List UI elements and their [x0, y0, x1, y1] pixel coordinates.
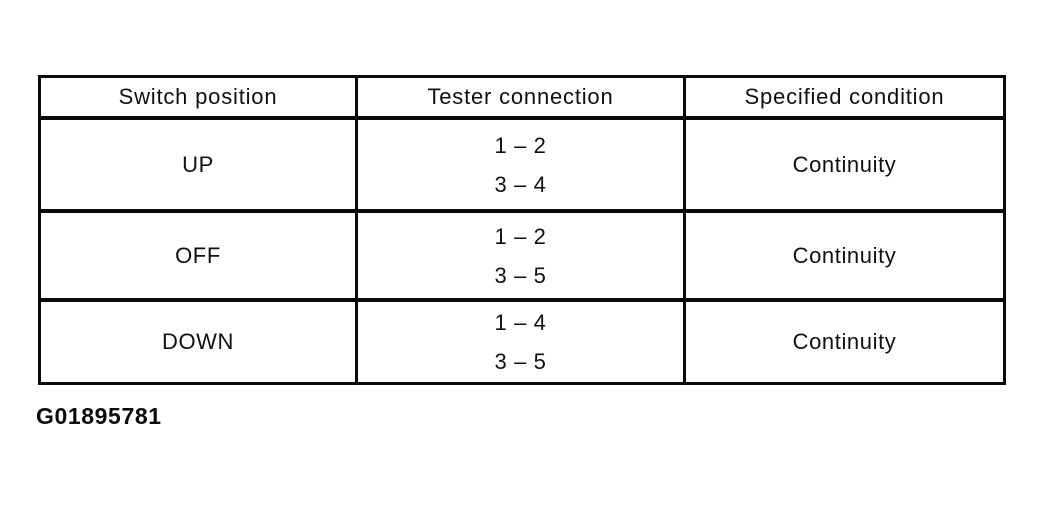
tester-connection-line: 3 – 5 — [494, 349, 547, 374]
tester-connection-line: 3 – 4 — [494, 171, 547, 197]
figure-code: G01895781 — [36, 403, 162, 429]
cell-tester-connection-off: 1 – 2 3 – 5 — [358, 213, 686, 302]
tester-connection-line: 1 – 2 — [494, 132, 547, 158]
cell-specified-condition-off: Continuity — [686, 213, 1003, 302]
specified-condition-value: Continuity — [792, 329, 897, 355]
switch-position-value: OFF — [175, 242, 221, 268]
switch-position-value: DOWN — [161, 329, 235, 355]
tester-connection-line: 3 – 5 — [494, 262, 547, 288]
column-header-label: Specified condition — [744, 84, 945, 110]
column-header-label: Tester connection — [427, 84, 614, 110]
column-header-label: Switch position — [118, 84, 278, 110]
cell-switch-position-down: DOWN — [41, 302, 358, 382]
cell-tester-connection-down: 1 – 4 3 – 5 — [358, 302, 686, 382]
cell-specified-condition-down: Continuity — [686, 302, 1003, 382]
column-header-specified-condition: Specified condition — [686, 78, 1003, 120]
specified-condition-value: Continuity — [792, 242, 897, 268]
continuity-spec-table: Switch position Tester connection Specif… — [38, 75, 1006, 385]
cell-switch-position-up: UP — [41, 120, 358, 213]
column-header-tester-connection: Tester connection — [358, 78, 686, 120]
cell-specified-condition-up: Continuity — [686, 120, 1003, 213]
tester-connection-line: 1 – 2 — [494, 223, 547, 249]
switch-position-value: UP — [182, 151, 214, 177]
specified-condition-value: Continuity — [792, 151, 897, 177]
cell-switch-position-off: OFF — [41, 213, 358, 302]
tester-connection-line: 1 – 4 — [494, 310, 547, 335]
column-header-switch-position: Switch position — [41, 78, 358, 120]
cell-tester-connection-up: 1 – 2 3 – 4 — [358, 120, 686, 213]
